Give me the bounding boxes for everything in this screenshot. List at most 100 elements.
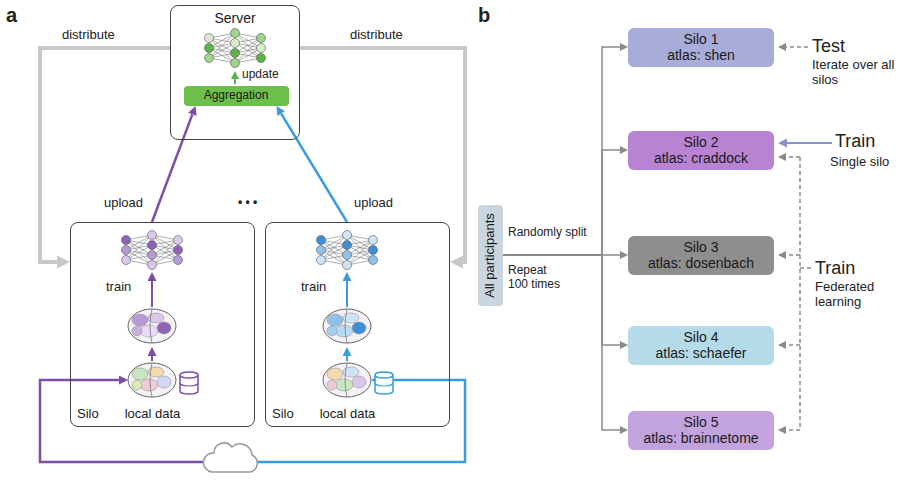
update-arrow bbox=[234, 79, 236, 84]
net-unit bbox=[174, 236, 183, 245]
node-label: Silo 5 bbox=[683, 414, 718, 430]
net-unit bbox=[257, 44, 266, 53]
brain-fissure bbox=[150, 309, 152, 343]
brain-icon bbox=[128, 309, 176, 343]
atlas-silo-box: Silo 2atlas: craddock bbox=[628, 131, 774, 170]
brain-fissure bbox=[150, 363, 152, 397]
edge-label: distribute bbox=[62, 28, 115, 43]
net-unit bbox=[369, 236, 378, 245]
test-arrow bbox=[786, 46, 808, 48]
parcellation-arrow bbox=[151, 356, 153, 361]
brain-region bbox=[327, 380, 337, 390]
database-top bbox=[375, 372, 393, 378]
node-label: All participants bbox=[483, 213, 498, 298]
brain-icon bbox=[323, 363, 371, 397]
atlas-silo-box: Silo 5atlas: brainnetome bbox=[628, 411, 774, 450]
net-unit bbox=[174, 256, 183, 265]
node-label: Silo 3 bbox=[683, 239, 718, 255]
node-label: atlas: shen bbox=[667, 47, 735, 63]
node-label: Silo bbox=[272, 407, 294, 422]
net-unit bbox=[343, 231, 352, 240]
annotation: • • • bbox=[238, 196, 257, 210]
annotation: train bbox=[301, 280, 326, 295]
federated-arrow bbox=[786, 254, 800, 256]
database-icon bbox=[180, 372, 198, 394]
net-unit bbox=[317, 256, 326, 265]
annotation: train bbox=[106, 280, 131, 295]
node-label: Server bbox=[214, 10, 255, 26]
brain-region bbox=[140, 379, 158, 391]
node-label: local data bbox=[125, 407, 181, 422]
connector-arrow bbox=[300, 48, 465, 262]
net-unit bbox=[317, 246, 326, 255]
brain-region bbox=[132, 380, 142, 390]
database-top bbox=[180, 372, 198, 378]
annotation: Single silo bbox=[830, 155, 889, 170]
net-unit bbox=[343, 251, 352, 260]
net-unit bbox=[231, 59, 240, 68]
connector-arrow bbox=[152, 114, 192, 222]
train-arrow bbox=[787, 142, 832, 144]
net-unit bbox=[205, 54, 214, 63]
database-ring bbox=[180, 383, 198, 386]
brain-icon bbox=[128, 363, 176, 397]
edge-label: distribute bbox=[350, 28, 403, 43]
node-label: local data bbox=[320, 407, 376, 422]
federated-arrow bbox=[786, 344, 800, 346]
participants-box: All participants bbox=[478, 205, 503, 306]
neural-net-icon bbox=[317, 231, 378, 270]
brain-region bbox=[140, 325, 158, 337]
annotation: Test bbox=[812, 36, 845, 57]
net-unit bbox=[148, 241, 157, 250]
node-label: atlas: schaefer bbox=[655, 345, 746, 361]
net-unit bbox=[122, 236, 131, 245]
net-unit bbox=[122, 256, 131, 265]
server-box: ServerAggregation bbox=[170, 5, 300, 140]
net-unit bbox=[369, 246, 378, 255]
annotation: Train bbox=[835, 131, 875, 152]
silo-box: Silo local data bbox=[265, 222, 450, 427]
connector-arrow bbox=[281, 114, 347, 222]
connector-arrow bbox=[503, 150, 621, 255]
brain-region bbox=[157, 376, 171, 388]
brain-region bbox=[327, 368, 343, 380]
brain-outline bbox=[128, 309, 176, 343]
annotation: update bbox=[242, 68, 279, 82]
node-label: Silo 1 bbox=[683, 31, 718, 47]
brain-fissure bbox=[345, 363, 347, 397]
connector-arrow bbox=[503, 255, 621, 430]
brain-region bbox=[157, 322, 171, 334]
annotation: Repeat 100 times bbox=[508, 264, 570, 292]
edge-label: upload bbox=[354, 196, 393, 211]
brain-icon bbox=[323, 309, 371, 343]
net-unit bbox=[343, 261, 352, 270]
brain-fissure bbox=[345, 309, 347, 343]
train-arrow bbox=[346, 281, 348, 307]
atlas-silo-box: Silo 1atlas: shen bbox=[628, 28, 774, 67]
node-label: Silo 2 bbox=[683, 134, 718, 150]
connector-arrow bbox=[503, 47, 621, 255]
edge-label: upload bbox=[104, 196, 143, 211]
net-unit bbox=[122, 246, 131, 255]
brain-region bbox=[352, 322, 366, 334]
node-label: atlas: dosenbach bbox=[648, 255, 754, 271]
brain-outline bbox=[323, 363, 371, 397]
federated-arrow bbox=[786, 429, 800, 431]
brain-region bbox=[352, 376, 366, 388]
node-label: Silo 4 bbox=[683, 329, 718, 345]
database-ring bbox=[375, 383, 393, 386]
neural-net-icon bbox=[205, 29, 266, 68]
net-unit bbox=[369, 256, 378, 265]
brain-region bbox=[327, 314, 343, 326]
annotation: Iterate over all silos bbox=[812, 58, 897, 88]
net-unit bbox=[205, 34, 214, 43]
atlas-silo-box: Silo 4atlas: schaefer bbox=[628, 326, 774, 365]
database-icon bbox=[375, 372, 393, 394]
net-unit bbox=[148, 261, 157, 270]
parcellation-arrow bbox=[346, 356, 348, 361]
brain-outline bbox=[128, 363, 176, 397]
aggregation-box: Aggregation bbox=[184, 86, 289, 106]
federated-bracket bbox=[800, 157, 812, 430]
cloud-icon bbox=[203, 443, 257, 472]
node-label: atlas: craddock bbox=[654, 150, 748, 166]
